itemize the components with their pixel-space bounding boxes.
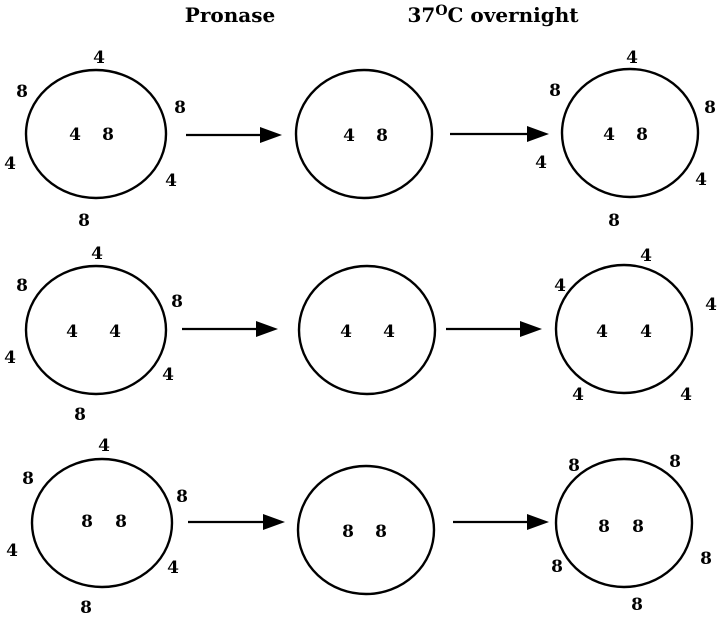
- cell-incubated-row3: [554, 457, 694, 589]
- cell-before-row2: [24, 264, 168, 396]
- outer-label: 8: [631, 595, 643, 615]
- outer-label: 4: [705, 295, 717, 315]
- inner-label: 4: [340, 322, 352, 342]
- inner-label: 8: [376, 126, 388, 146]
- outer-label: 4: [554, 276, 566, 296]
- inner-label: 4: [69, 125, 81, 145]
- outer-label: 4: [165, 171, 177, 191]
- outer-label: 8: [608, 211, 620, 231]
- outer-label: 4: [4, 348, 16, 368]
- outer-label: 4: [162, 365, 174, 385]
- arrow-head: [260, 127, 282, 143]
- outer-label: 4: [680, 385, 692, 405]
- outer-label: 8: [16, 276, 28, 296]
- outer-label: 8: [700, 549, 712, 569]
- outer-label: 4: [6, 541, 18, 561]
- cell-pronase-row3: [296, 464, 436, 596]
- outer-label: 8: [669, 452, 681, 472]
- arrow-head: [527, 514, 549, 530]
- inner-label: 8: [598, 517, 610, 537]
- outer-label: 8: [174, 98, 186, 118]
- incubation-header: 37OC overnight: [407, 3, 579, 27]
- cell-pronase-row1: [294, 68, 434, 200]
- row-1: 4 8 8 4 4 8 4 8 4 8 4 8 8 4 4 8 4 8: [4, 48, 716, 231]
- outer-label: 8: [551, 557, 563, 577]
- inner-label: 8: [636, 125, 648, 145]
- outer-label: 8: [22, 469, 34, 489]
- outer-label: 8: [176, 487, 188, 507]
- outer-label: 8: [568, 456, 580, 476]
- outer-label: 4: [695, 170, 707, 190]
- outer-label: 8: [171, 292, 183, 312]
- incubation-temp: 37: [407, 3, 435, 27]
- row-2: 4 8 8 4 4 8 4 4 4 4 4 4 4 4 4 4 4: [4, 244, 717, 425]
- cell-before-row3: [30, 457, 174, 589]
- inner-label: 4: [603, 125, 615, 145]
- arrow-head: [527, 126, 549, 142]
- outer-label: 4: [572, 385, 584, 405]
- outer-label: 8: [549, 81, 561, 101]
- arrow-head: [263, 514, 285, 530]
- inner-label: 4: [109, 322, 121, 342]
- inner-label: 8: [115, 512, 127, 532]
- cell-pronase-row2: [297, 264, 437, 396]
- outer-label: 4: [167, 558, 179, 578]
- cell-incubated-row2: [554, 263, 694, 395]
- inner-label: 4: [383, 322, 395, 342]
- outer-label: 8: [78, 211, 90, 231]
- outer-label: 4: [4, 154, 16, 174]
- outer-label: 4: [91, 244, 103, 264]
- outer-label: 8: [74, 405, 86, 425]
- outer-label: 8: [80, 598, 92, 617]
- outer-label: 4: [98, 436, 110, 456]
- outer-label: 4: [626, 48, 638, 68]
- row-3: 4 8 8 4 4 8 8 8 8 8 8 8 8 8 8 8 8: [6, 436, 712, 617]
- inner-label: 4: [343, 126, 355, 146]
- incubation-rest: C overnight: [448, 3, 580, 27]
- inner-label: 4: [596, 322, 608, 342]
- inner-label: 8: [375, 522, 387, 542]
- cell-before-row1: [24, 68, 168, 200]
- inner-label: 8: [632, 517, 644, 537]
- arrow-head: [256, 321, 278, 337]
- outer-label: 8: [704, 98, 716, 118]
- inner-label: 8: [342, 522, 354, 542]
- inner-label: 8: [102, 125, 114, 145]
- inner-label: 4: [640, 322, 652, 342]
- degree-sign: O: [435, 3, 447, 19]
- inner-label: 8: [81, 512, 93, 532]
- outer-label: 4: [640, 246, 652, 266]
- pronase-header: Pronase: [185, 3, 275, 27]
- arrow-head: [520, 321, 542, 337]
- outer-label: 4: [535, 153, 547, 173]
- inner-label: 4: [66, 322, 78, 342]
- cell-incubated-row1: [560, 67, 700, 199]
- outer-label: 8: [16, 82, 28, 102]
- outer-label: 4: [93, 48, 105, 68]
